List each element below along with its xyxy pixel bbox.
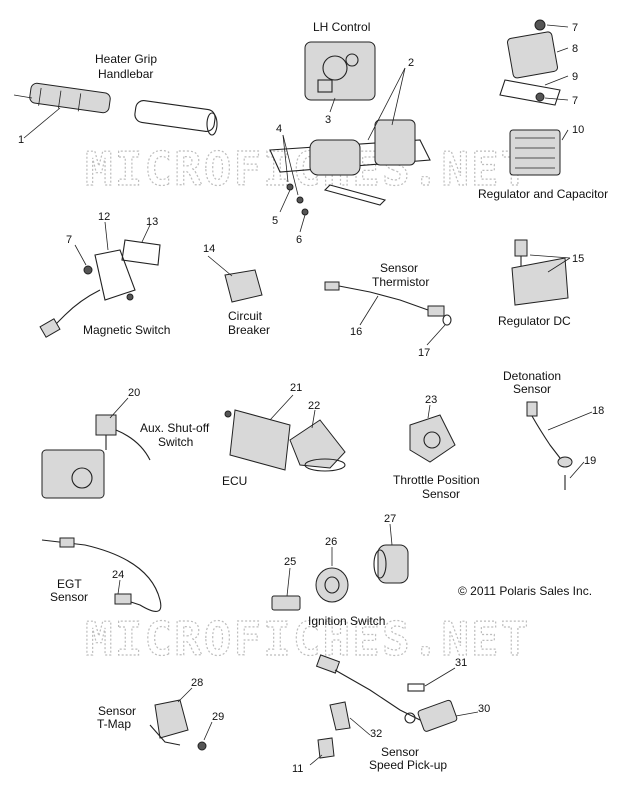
callout-28: 28 <box>191 677 203 689</box>
lh-control-part <box>269 41 431 233</box>
callout-29: 29 <box>212 711 224 723</box>
egt-sensor-part <box>41 537 162 612</box>
label-circuit: Circuit <box>228 309 263 323</box>
label-sensor-tmap: Sensor <box>98 704 136 718</box>
label-regulator-capacitor: Regulator and Capacitor <box>478 187 608 201</box>
callout-27: 27 <box>384 513 396 525</box>
label-egt-sensor: Sensor <box>50 590 88 604</box>
callout-13: 13 <box>146 216 158 228</box>
callout-10: 10 <box>572 124 584 136</box>
callout-32: 32 <box>370 728 382 740</box>
label-detonation: Detonation <box>503 369 561 383</box>
label-lh-control: LH Control <box>313 20 370 34</box>
label-sensor-thermistor-2: Thermistor <box>372 275 429 289</box>
label-throttle-sensor: Sensor <box>422 487 460 501</box>
circuit-breaker-part <box>207 255 263 303</box>
label-breaker: Breaker <box>228 323 270 337</box>
speed-pickup-part <box>309 654 479 766</box>
label-egt: EGT <box>57 577 82 591</box>
callout-23: 23 <box>425 394 437 406</box>
label-magnetic-switch: Magnetic Switch <box>83 323 170 337</box>
callout-6: 6 <box>296 234 302 246</box>
regulator-capacitor-part <box>499 19 569 176</box>
callout-19: 19 <box>584 455 596 467</box>
callout-21: 21 <box>290 382 302 394</box>
label-heater-grip: Heater Grip <box>95 52 157 66</box>
callout-11: 11 <box>292 763 303 775</box>
callout-9: 9 <box>572 71 578 83</box>
label-ignition-switch: Ignition Switch <box>308 614 385 628</box>
throttle-position-part <box>409 404 456 463</box>
label-aux-shutoff-switch: Switch <box>158 435 193 449</box>
watermark-top: MICROFICHES.NET <box>85 142 530 196</box>
aux-shutoff-part <box>41 397 151 499</box>
callout-24: 24 <box>112 569 124 581</box>
sensor-tmap-part <box>149 687 213 751</box>
label-regulator-dc: Regulator DC <box>498 314 571 328</box>
label-speed-pickup: Speed Pick-up <box>369 758 447 772</box>
callout-22: 22 <box>308 400 320 412</box>
copyright: © 2011 Polaris Sales Inc. <box>458 584 592 598</box>
label-throttle-position: Throttle Position <box>393 473 480 487</box>
ignition-switch-part <box>271 523 409 611</box>
label-aux-shutoff: Aux. Shut-off <box>140 421 210 435</box>
callout-3: 3 <box>325 114 331 126</box>
callout-8: 8 <box>572 43 578 55</box>
callout-7-left: 7 <box>66 234 72 246</box>
callout-5: 5 <box>272 215 278 227</box>
heater-grip-part <box>13 82 218 139</box>
label-ecu: ECU <box>222 474 247 488</box>
callout-17: 17 <box>418 347 430 359</box>
callout-25: 25 <box>284 556 296 568</box>
label-speed-sensor: Sensor <box>381 745 419 759</box>
detonation-sensor-part <box>526 401 593 490</box>
label-handlebar: Handlebar <box>98 67 153 81</box>
callout-31: 31 <box>455 657 467 669</box>
callout-15: 15 <box>572 253 584 265</box>
callout-2: 2 <box>408 57 414 69</box>
watermark-bottom: MICROFICHES.NET <box>85 612 530 666</box>
callout-18: 18 <box>592 405 604 417</box>
callout-26: 26 <box>325 536 337 548</box>
callout-7-mid: 7 <box>572 95 578 107</box>
label-tmap: T-Map <box>97 717 131 731</box>
callout-20: 20 <box>128 387 140 399</box>
callout-7-top: 7 <box>572 22 578 34</box>
ecu-part <box>224 394 294 471</box>
bracket-22-part <box>289 409 346 472</box>
callout-30: 30 <box>478 703 490 715</box>
sensor-thermistor-part <box>324 281 452 346</box>
label-detonation-sensor: Sensor <box>513 382 551 396</box>
callout-12: 12 <box>98 211 110 223</box>
regulator-dc-part <box>511 239 571 306</box>
callout-4: 4 <box>276 123 282 135</box>
callout-16: 16 <box>350 326 362 338</box>
label-sensor-thermistor-1: Sensor <box>380 261 418 275</box>
callout-1: 1 <box>18 134 24 146</box>
callout-14: 14 <box>203 243 215 255</box>
magnetic-switch-part <box>39 221 161 338</box>
